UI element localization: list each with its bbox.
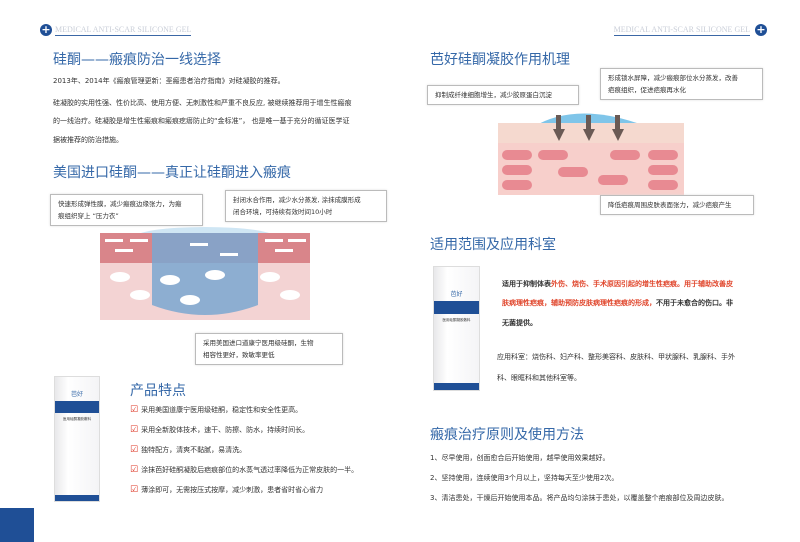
paragraph: 肤病理性疤痕，辅助预防皮肤病理性疤痕的形成，不用于未愈合的伤口。非 [502, 299, 733, 307]
list-item: ☑独特配方，清爽不黏腻，易清洗。 [130, 445, 247, 455]
callout: 采用美国进口道康宁医用级硅酮，生物相容性更好，致敏率更低 [195, 333, 343, 365]
product-box-image: 芭好 医用硅酮凝胶敷料 [54, 376, 100, 502]
list-item: 2、坚持使用，连续使用3个月以上，坚持每天至少使用2次。 [430, 474, 619, 482]
checkbox-icon: ☑ [130, 425, 139, 435]
paragraph: 应用科室：烧伤科、妇产科、整形美容科、皮肤科、甲状腺科、乳腺科、手外 [497, 353, 735, 361]
plus-circle-icon: + [40, 23, 52, 36]
callout: 抑制成纤维细胞增生，减少胶原蛋白沉淀 [427, 85, 579, 105]
plus-circle-icon: + [755, 23, 767, 36]
callout: 降低疤痕周围皮肤表面张力，减少疤痕产生 [600, 195, 754, 215]
mechanism-diagram [498, 113, 684, 195]
callout: 形成锁水屏障，减少瘢痕部位水分蒸发，改善疤痕组织，促进疤痕再水化 [600, 68, 763, 100]
checkbox-icon: ☑ [130, 465, 139, 475]
section-title: 适用范围及应用科室 [430, 237, 556, 253]
list-item: 3、清洁患处，干燥后开始使用本品。将产品均匀涂抹于患处，以覆盖整个疤痕部位及周边… [430, 494, 729, 502]
list-item: ☑薄涂即可，无需按压式按摩，减少刺激，患者省时省心省力 [130, 485, 324, 495]
section-title: 硅酮——瘢痕防治一线选择 [53, 52, 221, 68]
section-title: 芭好硅酮凝胶作用机理 [430, 52, 570, 68]
paragraph: 无菌提供。 [502, 319, 537, 327]
checkbox-icon: ☑ [130, 445, 139, 455]
product-box-image: 芭好 医用硅酮凝胶敷料 [433, 266, 480, 391]
list-item: ☑涂抹芭好硅酮凝胶后疤痕部位的水蒸气透过率降低为正常皮肤的一半。 [130, 465, 359, 475]
header-left: MEDICAL ANTI-SCAR SILICONE GEL [55, 25, 192, 36]
feature-list: ☑采用美国道康宁医用级硅酮，稳定性和安全性更高。 ☑采用全新胶体技术，速干、防擦… [130, 405, 358, 505]
list-item: 1、尽早使用，创面愈合后开始使用，越早使用效果越好。 [430, 454, 610, 462]
paragraph: 适用于抑制体表外伤、烧伤、手术原因引起的增生性疤痕。用于辅助改善皮 [502, 280, 733, 288]
list-item: ☑采用美国道康宁医用级硅酮，稳定性和安全性更高。 [130, 405, 303, 415]
callout: 封闭水合作用，减少水分蒸发, 涂抹成膜形成闭合环境，可持续有效时间10小时 [225, 190, 387, 222]
header-right: MEDICAL ANTI-SCAR SILICONE GEL [613, 25, 750, 36]
paragraph: 的一线治疗。硅凝胶是增生性瘢痕和瘢痕疙瘩防止的“金标准”， 也是唯一基于充分的循… [53, 117, 350, 125]
corner-block [0, 508, 34, 542]
checkbox-icon: ☑ [130, 485, 139, 495]
paragraph: 硅凝胶的实用性强、性价比高、使用方便、无刺激性和严重不良反应, 被继续推荐用于增… [53, 99, 352, 107]
section-title: 美国进口硅酮——真正让硅酮进入瘢痕 [53, 165, 291, 181]
list-item: ☑采用全新胶体技术，速干、防擦、防水，持续时间长。 [130, 425, 310, 435]
section-title: 瘢痕治疗原则及使用方法 [430, 427, 584, 443]
callout: 快速形成弹性膜，减少瘢痕边缘张力，为瘢痕组织穿上 “压力衣” [50, 194, 203, 226]
skin-diagram [100, 227, 310, 320]
paragraph: 科、眼眶科和其他科室等。 [497, 374, 581, 382]
section-title: 产品特点 [130, 383, 186, 399]
checkbox-icon: ☑ [130, 405, 139, 415]
paragraph: 据被推荐的防治措施。 [53, 136, 123, 144]
paragraph: 2013年、2014年《瘢痕管理更新：垩瘢患者治疗指南》对硅凝胶的推荐。 [53, 77, 285, 85]
